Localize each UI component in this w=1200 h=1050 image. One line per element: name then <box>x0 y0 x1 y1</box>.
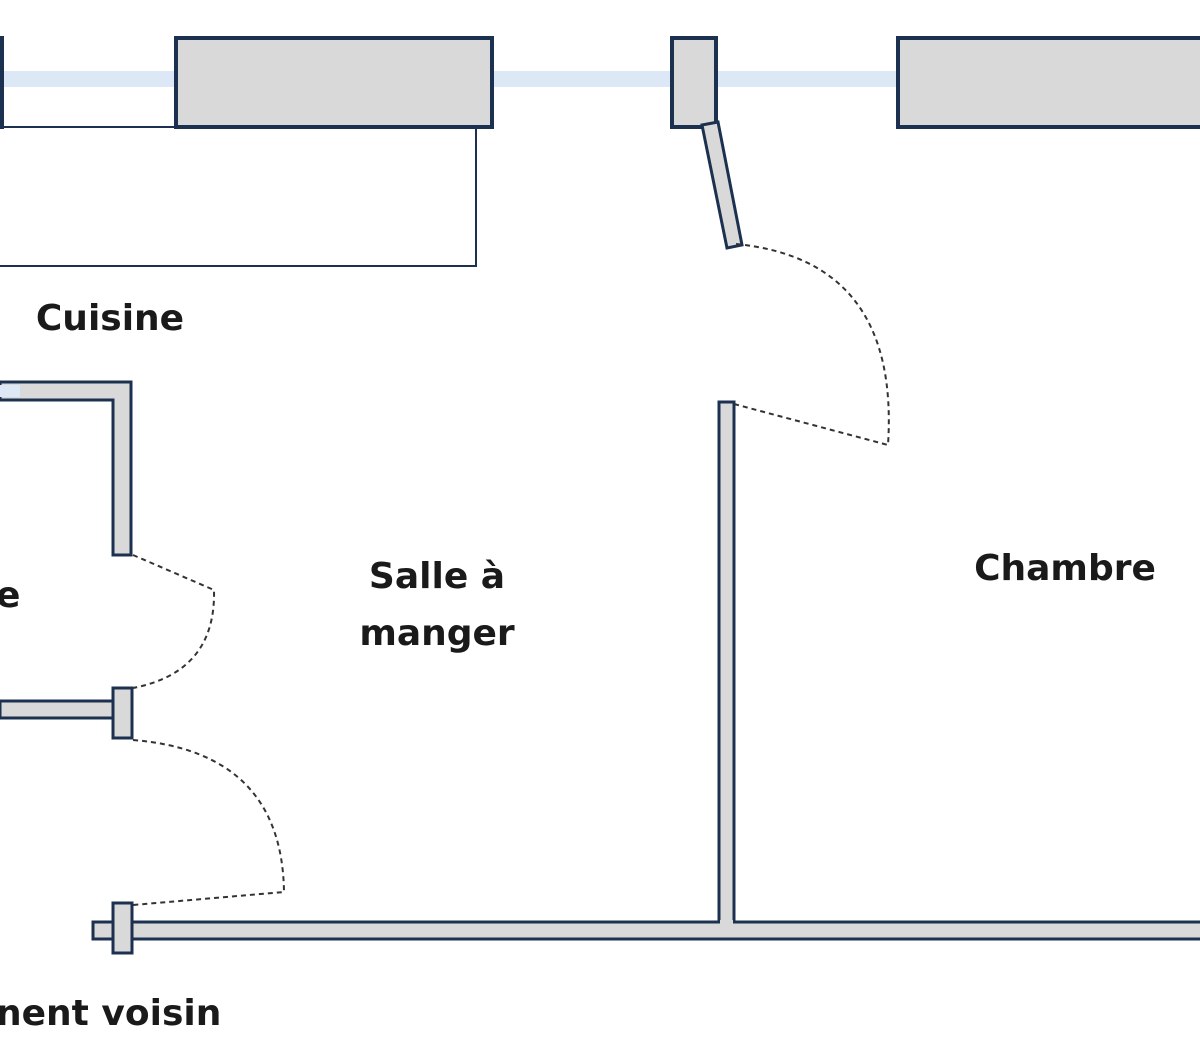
top-window-glass <box>0 71 900 87</box>
label-salle-line2: manger <box>359 613 515 654</box>
bottom-wall-post <box>111 901 134 955</box>
top-pier-narrow <box>670 36 718 129</box>
top-pier-kitchen <box>174 36 494 129</box>
bottom-wall <box>91 901 1200 955</box>
chambre-door-arc <box>733 243 890 447</box>
mid-left-wall <box>0 686 134 740</box>
label-cuisine: Cuisine <box>36 298 184 339</box>
mid-left-post <box>111 686 134 740</box>
top-wall-piers <box>0 36 1200 129</box>
top-left-pier <box>0 36 4 129</box>
label-left-room-fragment: e <box>0 575 20 616</box>
left-room-wall <box>0 380 133 557</box>
entrance-door-arc <box>132 739 286 906</box>
kitchen-counter <box>0 126 477 267</box>
label-neighbor-fragment: nent voisin <box>0 993 221 1034</box>
interior-wall-chambre <box>717 400 736 926</box>
left-room-door-arc <box>132 554 216 689</box>
label-salle-line1: Salle à <box>369 556 505 597</box>
chambre-door-leaf <box>700 120 744 250</box>
label-chambre: Chambre <box>974 548 1156 589</box>
top-pier-right <box>896 36 1200 129</box>
